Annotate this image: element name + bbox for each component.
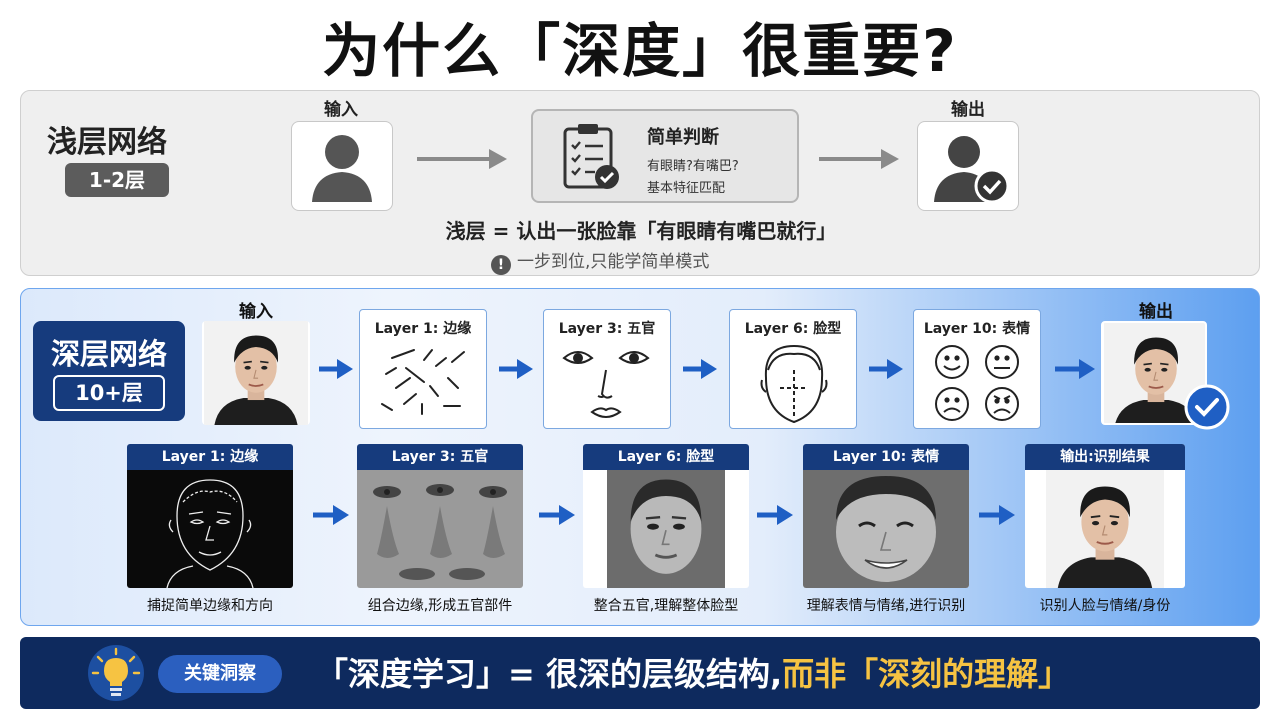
- row2-card-features: Layer 3: 五官: [357, 444, 523, 588]
- row2-caption: 理解表情与情绪,进行识别: [806, 598, 966, 614]
- edge-strokes-icon: [381, 349, 465, 415]
- smiling-face-image: [803, 470, 969, 588]
- deep-badge: 深层网络 10+层: [33, 321, 185, 421]
- arrow-right-icon: [499, 359, 533, 379]
- shallow-network-panel: 浅层网络 1-2层 输入 简单判断 有眼睛?有嘴巴? 基本特征匹配: [20, 90, 1260, 276]
- lightbulb-icon: [91, 647, 141, 696]
- deep-output-label: 输出: [1139, 302, 1173, 322]
- face-photo-image: [203, 321, 309, 425]
- shallow-input-label: 输入: [324, 100, 358, 120]
- row2-caption: 捕捉简单边缘和方向: [147, 598, 273, 614]
- warning-icon: !: [491, 255, 511, 275]
- layer-card-expressions: Layer 10: 表情: [913, 309, 1041, 429]
- row2-caption: 整合五官,理解整体脸型: [593, 598, 739, 614]
- deep-layer-badge: 10+层: [53, 375, 165, 411]
- key-insight-bar: 关键洞察 「深度学习」= 很深的层级结构,而非「深刻的理解」: [20, 637, 1260, 709]
- arrow-right-icon: [979, 505, 1015, 525]
- facial-features-icon: [562, 351, 650, 418]
- row2-card-face-shape: Layer 6: 脸型: [583, 444, 749, 588]
- layer-card-label: Layer 1: 边缘: [374, 321, 472, 337]
- row2-card-label: 输出:识别结果: [1025, 444, 1185, 470]
- face-outline-icon: [760, 344, 828, 424]
- deep-title: 深层网络: [50, 337, 167, 371]
- row2-caption: 组合边缘,形成五官部件: [367, 598, 513, 614]
- insight-text: 「深度学习」= 很深的层级结构,而非「深刻的理解」: [316, 649, 1070, 695]
- person-silhouette-icon: [312, 135, 372, 202]
- layer-card-label: Layer 10: 表情: [923, 321, 1031, 337]
- edge-map-image: [127, 470, 293, 588]
- layer-card-label: Layer 6: 脸型: [744, 321, 842, 337]
- row2-card-edges: Layer 1: 边缘: [127, 444, 293, 588]
- person-check-icon: [934, 136, 1010, 204]
- shallow-title: 浅层网络: [47, 125, 167, 160]
- simple-judgment-box: 简单判断 有眼睛?有嘴巴? 基本特征匹配: [531, 109, 799, 203]
- row2-caption: 识别人脸与情绪/身份: [1039, 598, 1171, 614]
- judge-line-2: 基本特征匹配: [647, 181, 726, 196]
- shallow-output-box: [917, 121, 1019, 211]
- arrow-right-icon: [417, 149, 507, 169]
- checklist-icon: [563, 124, 619, 189]
- judge-title: 简单判断: [647, 127, 719, 148]
- arrow-right-icon: [869, 359, 903, 379]
- row2-card-label: Layer 3: 五官: [357, 444, 523, 470]
- shallow-caption: 浅层 = 认出一张脸靠「有眼睛有嘴巴就行」: [445, 219, 837, 243]
- arrow-right-icon: [313, 505, 349, 525]
- row2-card-result: 输出:识别结果: [1025, 444, 1185, 588]
- layer-card-edges: Layer 1: 边缘: [359, 309, 487, 429]
- page-title: 为什么「深度」很重要?: [322, 17, 958, 85]
- check-circle-icon: [1184, 384, 1230, 430]
- shallow-layer-badge: 1-2层: [65, 163, 169, 197]
- layer-card-label: Layer 3: 五官: [558, 321, 656, 337]
- arrow-right-icon: [757, 505, 793, 525]
- layer-card-features: Layer 3: 五官: [543, 309, 671, 429]
- insight-highlight-text: 而非「深刻的理解」: [782, 655, 1071, 693]
- emotion-faces-icon: [935, 345, 1019, 421]
- deep-network-panel: 深层网络 10+层 输入 Layer 1: 边缘 Layer 3: 五官: [20, 288, 1260, 626]
- shallow-output-label: 输出: [951, 100, 985, 120]
- arrow-right-icon: [1055, 359, 1095, 379]
- layer-card-face-shape: Layer 6: 脸型: [729, 309, 857, 429]
- insight-main-text: 「深度学习」= 很深的层级结构,: [316, 655, 783, 693]
- face-photo-image: [1044, 470, 1166, 588]
- deep-input-photo: [202, 321, 310, 425]
- arrow-right-icon: [683, 359, 717, 379]
- shallow-warning-text: 一步到位,只能学简单模式: [517, 252, 710, 272]
- gray-face-image: [605, 470, 727, 588]
- arrow-right-icon: [819, 149, 899, 169]
- deep-input-label: 输入: [239, 302, 273, 322]
- row2-card-label: Layer 6: 脸型: [583, 444, 749, 470]
- arrow-right-icon: [539, 505, 575, 525]
- row2-card-label: Layer 1: 边缘: [127, 444, 293, 470]
- arrow-right-icon: [319, 359, 353, 379]
- shallow-warning: ! 一步到位,只能学简单模式: [491, 247, 709, 275]
- row2-card-expressions: Layer 10: 表情: [803, 444, 969, 588]
- judge-line-1: 有眼睛?有嘴巴?: [647, 159, 739, 174]
- shallow-input-box: [291, 121, 393, 211]
- lightbulb-icon-wrap: [88, 645, 144, 701]
- feature-map-image: [357, 470, 523, 588]
- row2-card-label: Layer 10: 表情: [803, 444, 969, 470]
- key-insight-label: 关键洞察: [158, 655, 282, 693]
